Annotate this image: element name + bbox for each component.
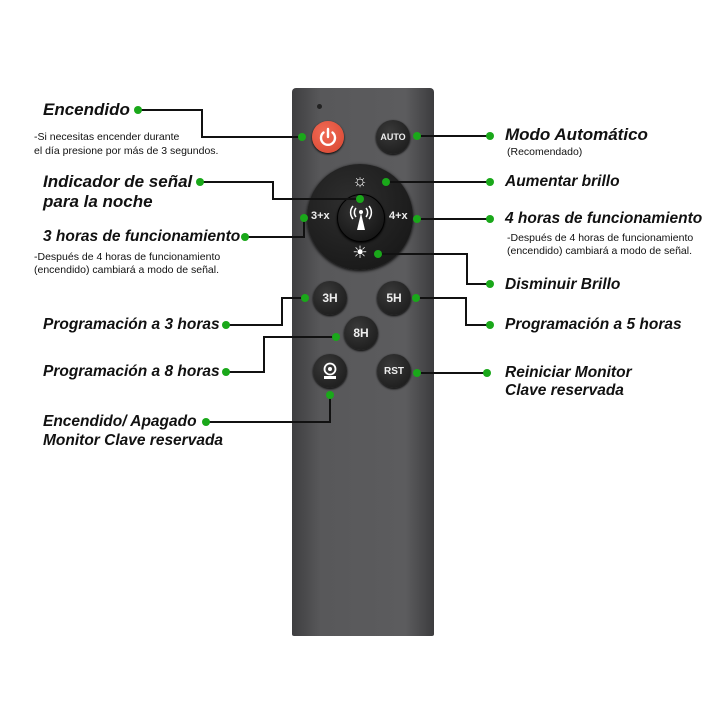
callout-dot — [300, 214, 308, 222]
label-prog8: Programación a 8 horas — [43, 363, 220, 380]
label-indicador-2: para la noche — [43, 192, 153, 211]
label-prog5: Programación a 5 horas — [505, 316, 682, 333]
label-aumentar: Aumentar brillo — [505, 173, 620, 190]
webcam-icon — [323, 362, 337, 379]
four-x-button[interactable]: 4+x — [389, 210, 408, 222]
label-disminuir: Disminuir Brillo — [505, 276, 621, 293]
antenna-icon — [349, 205, 373, 230]
callout-dot — [332, 333, 340, 341]
callout-dot — [356, 195, 364, 203]
callout-dot — [486, 178, 494, 186]
3h-button[interactable]: 3H — [313, 281, 347, 315]
label-monitor-1: Encendido/ Apagado — [43, 413, 197, 430]
label-encendido: Encendido — [43, 100, 130, 119]
note-auto: (Recomendado) — [507, 146, 583, 158]
callout-dot — [202, 418, 210, 426]
label-tres-horas: 3 horas de funcionamiento — [43, 228, 241, 245]
sun-dim-icon: ☀ — [352, 243, 368, 262]
brightness-down-button[interactable]: ☀ — [350, 243, 370, 263]
callout-dot — [413, 132, 421, 140]
sun-icon: ☼ — [352, 171, 368, 190]
callout-dot — [413, 369, 421, 377]
callout-dot — [486, 132, 494, 140]
three-x-button[interactable]: 3+x — [311, 210, 330, 222]
note-tres-horas-1: -Después de 4 horas de funcionamiento — [34, 251, 221, 263]
callout-dot — [486, 321, 494, 329]
callout-dot — [486, 215, 494, 223]
power-icon — [319, 127, 337, 147]
callout-dot — [298, 133, 306, 141]
note-cuatro-horas-1: -Después de 4 horas de funcionamiento — [507, 232, 694, 244]
note-encendido-1: -Si necesitas encender durante — [34, 131, 180, 143]
8h-button[interactable]: 8H — [344, 316, 378, 350]
label-prog3: Programación a 3 horas — [43, 316, 220, 333]
label-reiniciar-2: Clave reservada — [505, 382, 624, 399]
night-signal-button[interactable] — [337, 194, 385, 242]
monitor-button[interactable] — [313, 354, 347, 388]
callout-dot — [196, 178, 204, 186]
note-encendido-2: el día presione por más de 3 segundos. — [34, 145, 219, 157]
5h-button[interactable]: 5H — [377, 281, 411, 315]
label-reiniciar-1: Reiniciar Monitor — [505, 364, 632, 381]
callout-dot — [301, 294, 309, 302]
power-button[interactable] — [312, 121, 344, 153]
label-monitor-2: Monitor Clave reservada — [43, 432, 224, 449]
label-cuatro-horas: 4 horas de funcionamiento — [505, 210, 703, 227]
label-indicador-1: Indicador de señal — [43, 172, 193, 191]
callout-dot — [413, 215, 421, 223]
rst-button[interactable]: RST — [377, 354, 411, 388]
callout-dot — [222, 321, 230, 329]
sensor-led — [317, 104, 322, 109]
callout-dot — [483, 369, 491, 377]
callout-dot — [374, 250, 382, 258]
callout-dot — [134, 106, 142, 114]
note-cuatro-horas-2: (encendido) cambiará a modo de señal. — [507, 245, 693, 257]
note-tres-horas-2: (encendido) cambiará a modo de señal. — [34, 264, 220, 276]
auto-button[interactable]: AUTO — [376, 120, 410, 154]
label-auto: Modo Automático — [505, 125, 648, 144]
callout-dot — [222, 368, 230, 376]
callout-dot — [382, 178, 390, 186]
brightness-up-button[interactable]: ☼ — [350, 171, 370, 191]
callout-dot — [412, 294, 420, 302]
callout-dot — [241, 233, 249, 241]
callout-dot — [326, 391, 334, 399]
callout-dot — [486, 280, 494, 288]
